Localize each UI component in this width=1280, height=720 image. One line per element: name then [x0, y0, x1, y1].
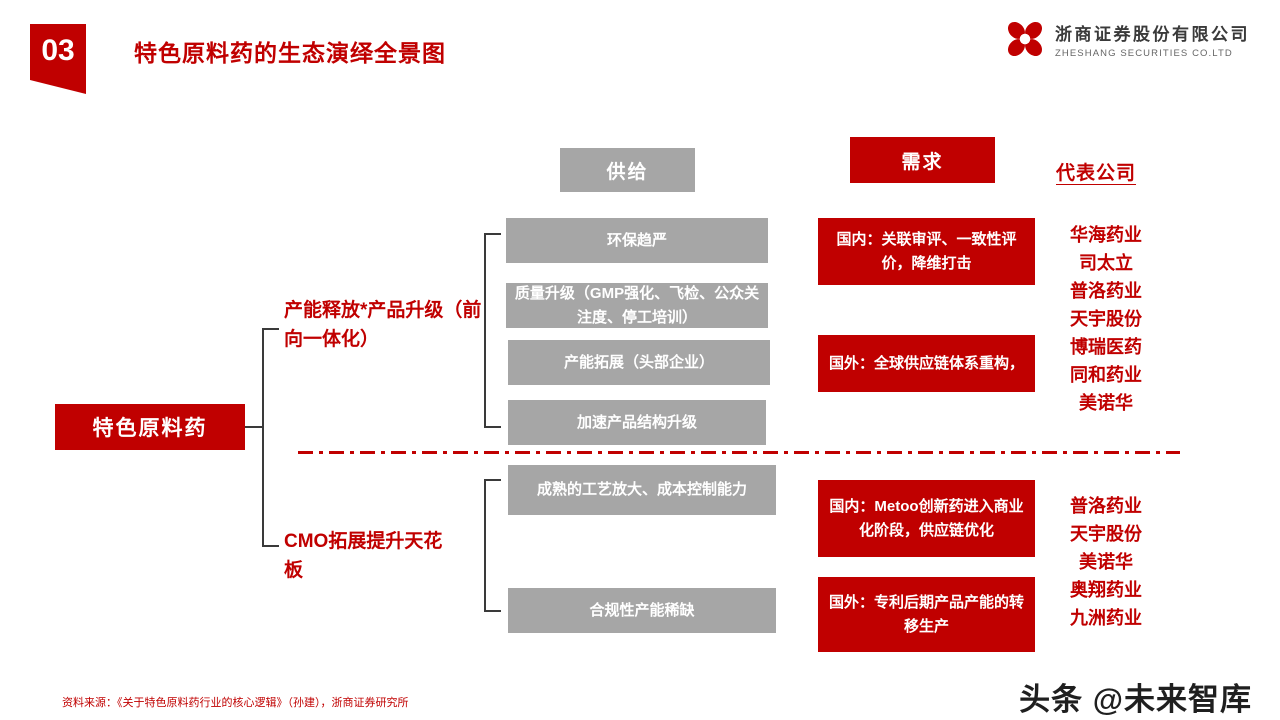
lower-branch-label: CMO拓展提升天花板: [284, 531, 443, 581]
supply-box-environment: 环保趋严: [506, 218, 768, 263]
supply-lower-bracket-line: [484, 479, 501, 612]
logo-company-name-en: ZHESHANG SECURITIES CO.LTD: [1055, 47, 1233, 59]
branch-bracket-line: [262, 328, 279, 547]
companies-lower-list: 普洛药业 天宇股份 美诺华 奥翔药业 九洲药业: [1040, 492, 1172, 632]
supply-box-capacity-expansion: 产能拓展（头部企业）: [508, 340, 770, 385]
company-name: 天宇股份: [1070, 524, 1142, 544]
demand-column-header: 需求: [850, 137, 995, 183]
company-name: 普洛药业: [1070, 281, 1142, 301]
logo-flower-icon: [1007, 21, 1043, 57]
company-name: 天宇股份: [1070, 309, 1142, 329]
supply-upper-bracket-line: [484, 233, 501, 428]
company-name: 奥翔药业: [1070, 580, 1142, 600]
companies-upper-list: 华海药业 司太立 普洛药业 天宇股份 博瑞医药 同和药业 美诺华: [1040, 221, 1172, 417]
company-name: 美诺华: [1079, 393, 1133, 413]
demand-box-domestic-review: 国内：关联审评、一致性评价，降维打击: [818, 218, 1035, 285]
demand-box-global-supplychain: 国外：全球供应链体系重构，: [818, 335, 1035, 392]
demand-box-metoo-innovation: 国内：Metoo创新药进入商业化阶段，供应链优化: [818, 480, 1035, 557]
companies-column-header: 代表公司: [1056, 163, 1137, 184]
upper-branch-label: 产能释放*产品升级（前向一体化）: [284, 300, 482, 350]
company-logo: 浙商证券股份有限公司 ZHESHANG SECURITIES CO.LTD: [1004, 18, 1250, 60]
logo-text-block: 浙商证券股份有限公司 ZHESHANG SECURITIES CO.LTD: [1055, 20, 1250, 59]
slide-number-badge: 03: [30, 24, 86, 94]
source-note: 资料来源：《关于特色原料药行业的核心逻辑》（孙建），浙商证券研究所: [62, 697, 409, 709]
root-node-box: 特色原料药: [55, 404, 245, 450]
company-name: 司太立: [1079, 253, 1133, 273]
slide-title: 特色原料药的生态演绎全景图: [134, 40, 446, 66]
demand-box-patent-transfer: 国外：专利后期产品产能的转移生产: [818, 577, 1035, 652]
company-name: 普洛药业: [1070, 496, 1142, 516]
company-name: 九洲药业: [1070, 608, 1142, 628]
supply-box-quality-upgrade: 质量升级（GMP强化、飞检、公众关注度、停工培训）: [506, 283, 768, 328]
supply-box-compliant-capacity: 合规性产能稀缺: [508, 588, 776, 633]
logo-company-name-cn: 浙商证券股份有限公司: [1055, 24, 1250, 44]
supply-box-process-scaleup: 成熟的工艺放大、成本控制能力: [508, 465, 776, 515]
company-name: 同和药业: [1070, 365, 1142, 385]
dashed-divider-line: [298, 451, 1180, 454]
company-name: 华海药业: [1070, 225, 1142, 245]
company-name: 美诺华: [1079, 552, 1133, 572]
watermark: 头条 @未来智库: [1019, 682, 1252, 717]
root-connector-line: [245, 426, 262, 428]
company-name: 博瑞医药: [1070, 337, 1142, 357]
supply-box-product-structure: 加速产品结构升级: [508, 400, 766, 445]
supply-column-header: 供给: [560, 148, 695, 192]
